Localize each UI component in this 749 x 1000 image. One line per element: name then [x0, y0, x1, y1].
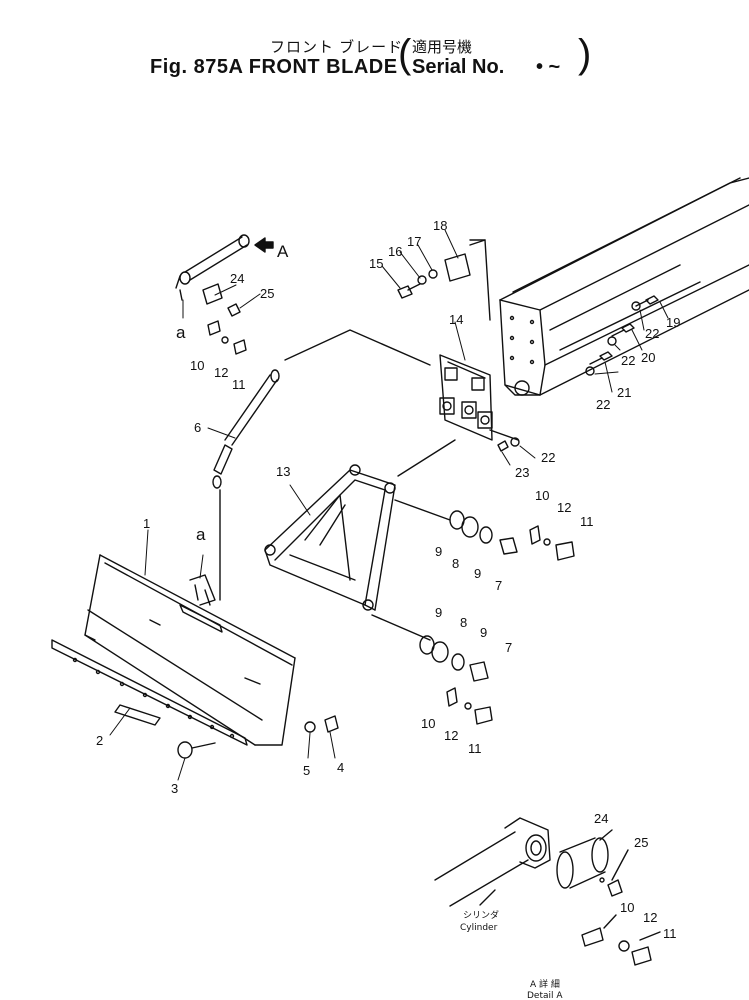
bracket-plate [439, 354, 519, 441]
part-number-24-top: 24 [230, 271, 244, 286]
part-number-22-b: 22 [621, 353, 635, 368]
part-number-20: 20 [641, 350, 655, 365]
part-number-9-c: 9 [435, 605, 442, 620]
part-number-14: 14 [449, 312, 463, 327]
leader-lines [109, 229, 669, 781]
part-number-9-a: 9 [435, 544, 442, 559]
part-labels: 1 2 3 4 5 6 7 7 8 8 9 9 9 9 10 10 10 10 … [96, 218, 680, 1000]
part-number-1: 1 [143, 516, 150, 531]
a-frame [264, 439, 456, 641]
cylinder-label-en: Cylinder [460, 923, 498, 933]
figure-title: Fig. 875A FRONT BLADE [150, 56, 398, 78]
part-number-5: 5 [303, 763, 310, 778]
view-arrow [254, 237, 274, 253]
japanese-serial-label: 適用号機 [412, 39, 473, 56]
part-number-24-detail: 24 [594, 811, 608, 826]
open-paren: ( [398, 32, 412, 76]
figure-header: フロント ブレード ( 適用号機 Fig. 875A FRONT BLADE S… [150, 32, 610, 86]
part-number-11-detail: 11 [663, 926, 677, 941]
part-number-19: 19 [666, 315, 680, 330]
part-number-25-detail: 25 [634, 835, 648, 850]
part-number-18: 18 [433, 218, 447, 233]
part-number-4: 4 [337, 760, 344, 775]
part-number-12-detail: 12 [643, 910, 657, 925]
pivot-pins-upper [449, 510, 575, 561]
part-number-7-upper: 7 [495, 578, 502, 593]
part-number-22-d: 22 [541, 450, 555, 465]
part-number-3: 3 [171, 781, 178, 796]
cylinder-label-jp: シリンダ [463, 909, 499, 921]
part-number-11-lower: 11 [468, 741, 482, 756]
section-marker-a-blade: a [196, 525, 206, 544]
part-number-10-upper: 10 [535, 488, 549, 503]
close-paren: ) [578, 32, 592, 76]
lift-cylinder [212, 329, 431, 601]
part-number-12-upper: 12 [557, 500, 571, 515]
part-number-12-lower: 12 [444, 728, 458, 743]
part-number-23: 23 [515, 465, 529, 480]
frame-bolts [497, 295, 659, 452]
part-number-21: 21 [617, 385, 631, 400]
top-bolts [397, 239, 486, 299]
part-number-10-top: 10 [190, 358, 204, 373]
detail-a-drawing [434, 817, 661, 966]
serial-range: • ~ [536, 56, 561, 78]
japanese-title: フロント ブレード [270, 39, 404, 56]
part-number-2: 2 [96, 733, 103, 748]
part-number-11-top: 11 [232, 377, 246, 392]
part-number-6: 6 [194, 420, 201, 435]
detail-label-jp: A 詳 細 [530, 978, 560, 990]
part-number-25-top: 25 [260, 286, 274, 301]
view-marker-a: A [277, 242, 289, 261]
part-number-10-lower: 10 [421, 716, 435, 731]
part-number-22-c: 22 [596, 397, 610, 412]
pivot-pins-lower [419, 635, 493, 725]
part-number-8-lower: 8 [460, 615, 467, 630]
part-number-10-detail: 10 [620, 900, 634, 915]
part-number-17: 17 [407, 234, 421, 249]
part-number-13: 13 [276, 464, 290, 479]
part-number-8-upper: 8 [452, 556, 459, 571]
cutting-edge [51, 639, 248, 746]
part-number-12-top: 12 [214, 365, 228, 380]
blade [84, 554, 296, 746]
section-marker-a-top: a [176, 323, 186, 342]
part-number-22-a: 22 [645, 326, 659, 341]
part-number-15: 15 [369, 256, 383, 271]
part-number-9-b: 9 [474, 566, 481, 581]
part-number-16: 16 [388, 244, 402, 259]
part-number-9-d: 9 [480, 625, 487, 640]
tractor-frame [469, 177, 749, 396]
part-number-7-lower: 7 [505, 640, 512, 655]
cylinder-rod-top [175, 234, 250, 355]
part-number-11-upper: 11 [580, 514, 594, 529]
detail-label-en: Detail A [527, 991, 563, 1000]
serial-label: Serial No. [412, 56, 505, 78]
